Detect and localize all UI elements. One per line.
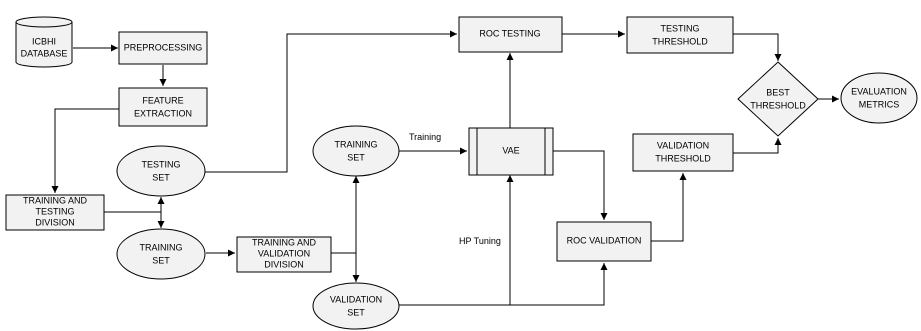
training-testing-division-node: TRAINING AND TESTING DIVISION — [5, 194, 105, 231]
best-threshold-node: BEST THRESHOLD — [737, 61, 819, 137]
node-label: METRICS — [859, 99, 900, 109]
edge-label-training: Training — [409, 132, 441, 142]
node-label: SET — [152, 255, 170, 265]
roc-testing-node: ROC TESTING — [458, 16, 563, 53]
edge-label-hp-tuning: HP Tuning — [459, 236, 501, 246]
edge-testing-threshold-best — [733, 33, 782, 61]
node-label: BEST — [766, 87, 790, 97]
node-label: TRAINING — [334, 139, 377, 149]
roc-validation-node: ROC VALIDATION — [556, 221, 652, 262]
edge-vae-roc-validation — [553, 150, 608, 220]
node-label: VALIDATION — [258, 248, 310, 258]
node-label: SET — [347, 307, 365, 317]
validation-threshold-node: VALIDATION THRESHOLD — [632, 133, 734, 172]
node-label: FEATURE — [142, 95, 183, 105]
training-set-2-node: TRAINING SET — [312, 125, 400, 177]
node-label: ROC VALIDATION — [567, 235, 642, 245]
node-label: EVALUATION — [851, 86, 907, 96]
node-label: TESTING — [141, 159, 180, 169]
node-label: ROC TESTING — [479, 28, 540, 38]
node-label: DIVISION — [35, 217, 75, 227]
node-label: TESTING — [660, 23, 699, 33]
node-label: PREPROCESSING — [124, 42, 203, 52]
training-set-node: TRAINING SET — [116, 228, 206, 280]
testing-threshold-node: TESTING THRESHOLD — [626, 16, 734, 54]
preprocessing-node: PREPROCESSING — [118, 31, 208, 65]
vae-node: VAE — [468, 127, 554, 176]
node-label: TESTING — [35, 206, 74, 216]
node-label: EXTRACTION — [134, 108, 192, 118]
node-label: VALIDATION — [330, 294, 382, 304]
training-validation-division-node: TRAINING AND VALIDATION DIVISION — [236, 236, 332, 273]
edge-testing-set-roc-testing — [205, 30, 457, 173]
edge-validation-set-roc-validation — [510, 263, 608, 306]
node-label: SET — [152, 172, 170, 182]
icbhi-database-node: ICBHI DATABASE — [15, 16, 73, 68]
node-label: TRAINING AND — [252, 237, 317, 247]
node-label: DATABASE — [21, 48, 68, 58]
node-label: TRAINING — [139, 242, 182, 252]
node-label: VAE — [502, 145, 519, 155]
node-label: DIVISION — [264, 259, 304, 269]
edges — [51, 30, 839, 306]
edge-roc-validation-validation-threshold — [651, 173, 687, 242]
edge-validation-threshold-best — [733, 138, 782, 154]
node-label: ICBHI — [32, 36, 56, 46]
edge-feature-division — [51, 108, 119, 193]
node-label: THRESHOLD — [750, 100, 806, 110]
feature-extraction-node: FEATURE EXTRACTION — [118, 87, 208, 127]
node-label: THRESHOLD — [652, 36, 708, 46]
validation-set-node: VALIDATION SET — [312, 282, 400, 330]
node-label: VALIDATION — [657, 140, 709, 150]
node-label: SET — [347, 152, 365, 162]
evaluation-metrics-node: EVALUATION METRICS — [840, 72, 918, 124]
node-label: THRESHOLD — [655, 153, 711, 163]
testing-set-node: TESTING SET — [116, 145, 206, 197]
node-label: TRAINING AND — [23, 195, 88, 205]
